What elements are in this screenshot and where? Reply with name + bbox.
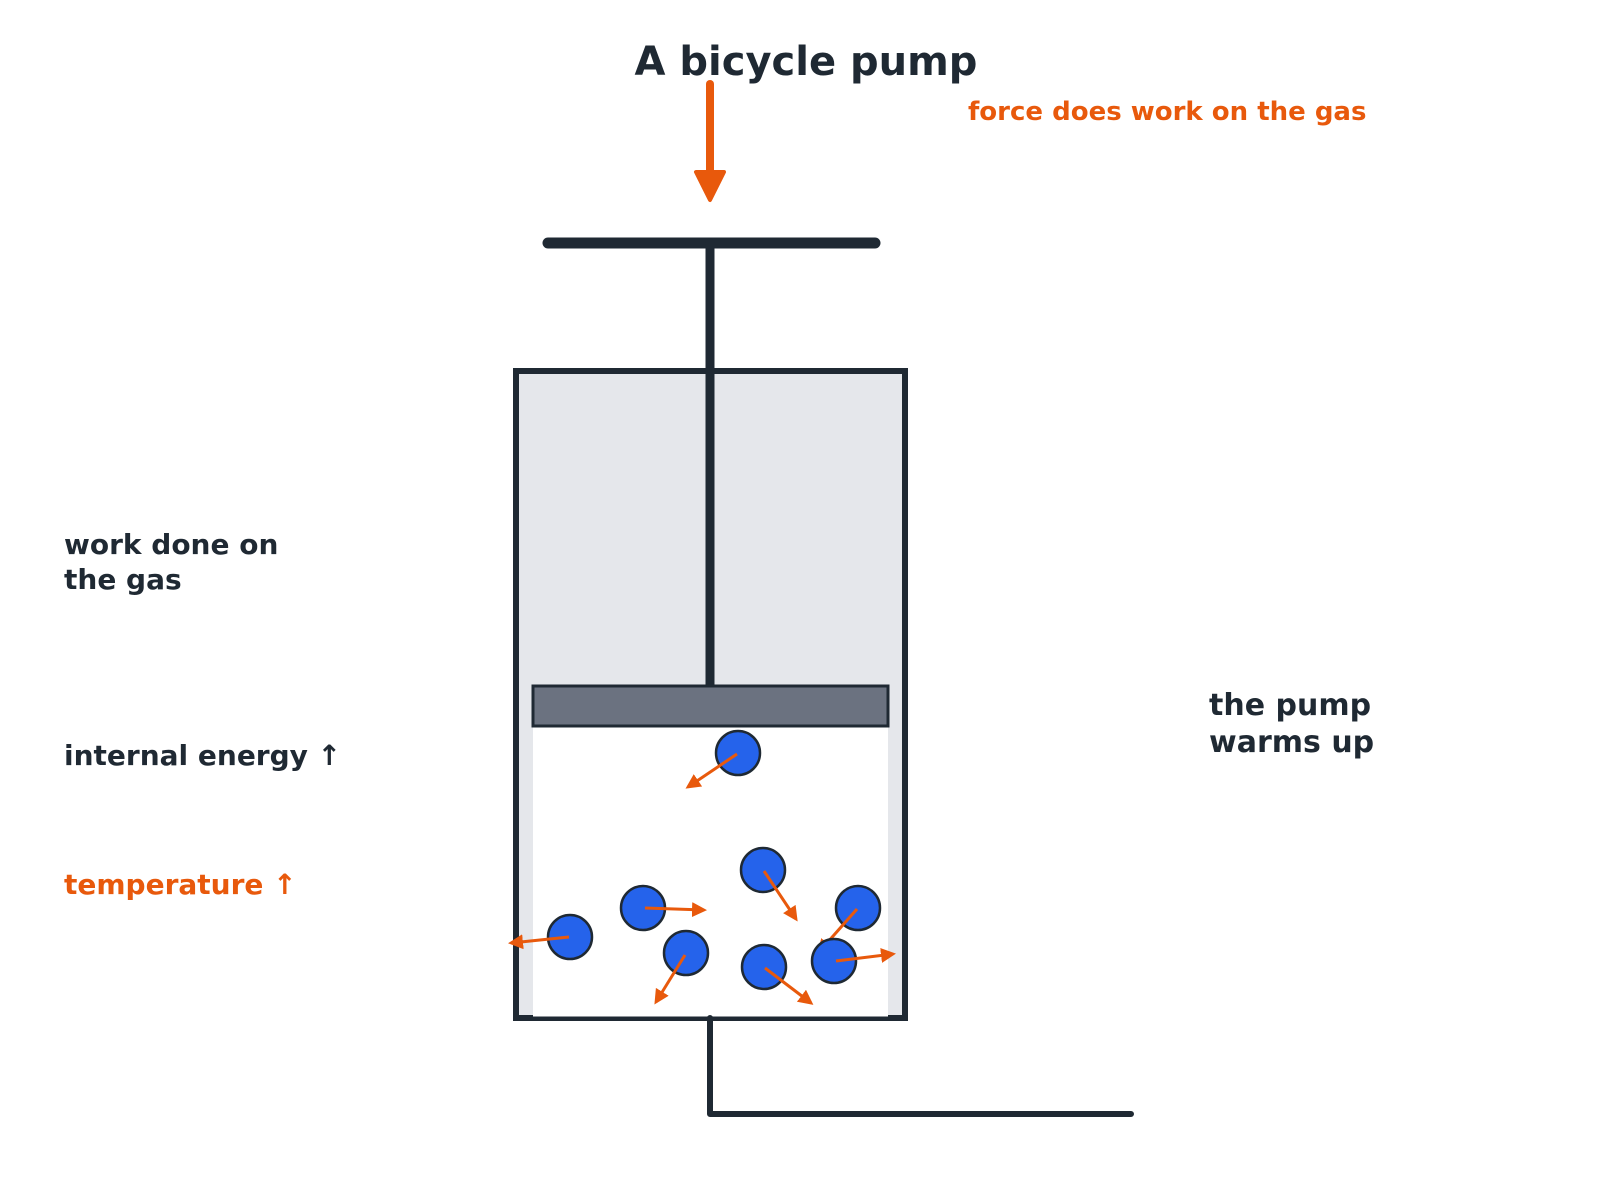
force-label: force does work on the gas [968, 97, 1366, 127]
gas-molecule [740, 943, 788, 991]
velocity-arrow [654, 954, 687, 1005]
velocity-arrow [835, 948, 896, 963]
gas-molecule [662, 929, 710, 977]
work-done-line1: work done on [64, 528, 278, 561]
gas-molecule [714, 729, 762, 777]
gas-molecules [508, 729, 896, 1005]
velocity-arrow [685, 752, 738, 789]
velocity-arrow [644, 902, 707, 918]
piston [531, 684, 890, 728]
pump-warms-line2: warms up [1209, 725, 1374, 760]
work-done-label: work done on the gas [64, 528, 288, 596]
gas-molecule [739, 846, 787, 894]
pump-warms-line1: the pump [1209, 688, 1371, 723]
internal-energy-label: internal energy ↑ [64, 739, 341, 772]
velocity-arrow [764, 966, 814, 1005]
temperature-label: temperature ↑ [64, 868, 297, 901]
diagram-title: A bicycle pump [635, 39, 978, 85]
work-done-line2: the gas [64, 563, 182, 596]
gas-molecule [810, 937, 858, 985]
velocity-arrow [762, 870, 798, 922]
velocity-arrow [508, 934, 570, 950]
pump-hose [707, 1015, 1134, 1117]
force-arrow [694, 80, 726, 202]
pump-warms-label: the pump warms up [1209, 688, 1382, 760]
gas-molecule [546, 913, 594, 961]
